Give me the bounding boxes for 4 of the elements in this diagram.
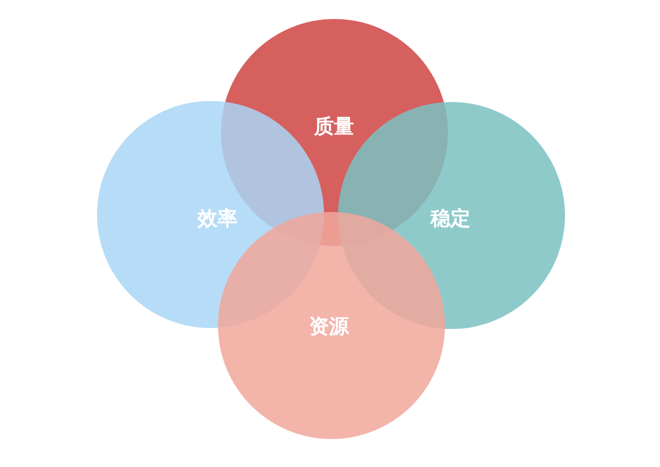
- category-label: 效率: [198, 207, 238, 229]
- category-label: 质量: [314, 114, 354, 136]
- category-label: 资源: [309, 315, 349, 337]
- category-label: 稳定: [430, 207, 470, 229]
